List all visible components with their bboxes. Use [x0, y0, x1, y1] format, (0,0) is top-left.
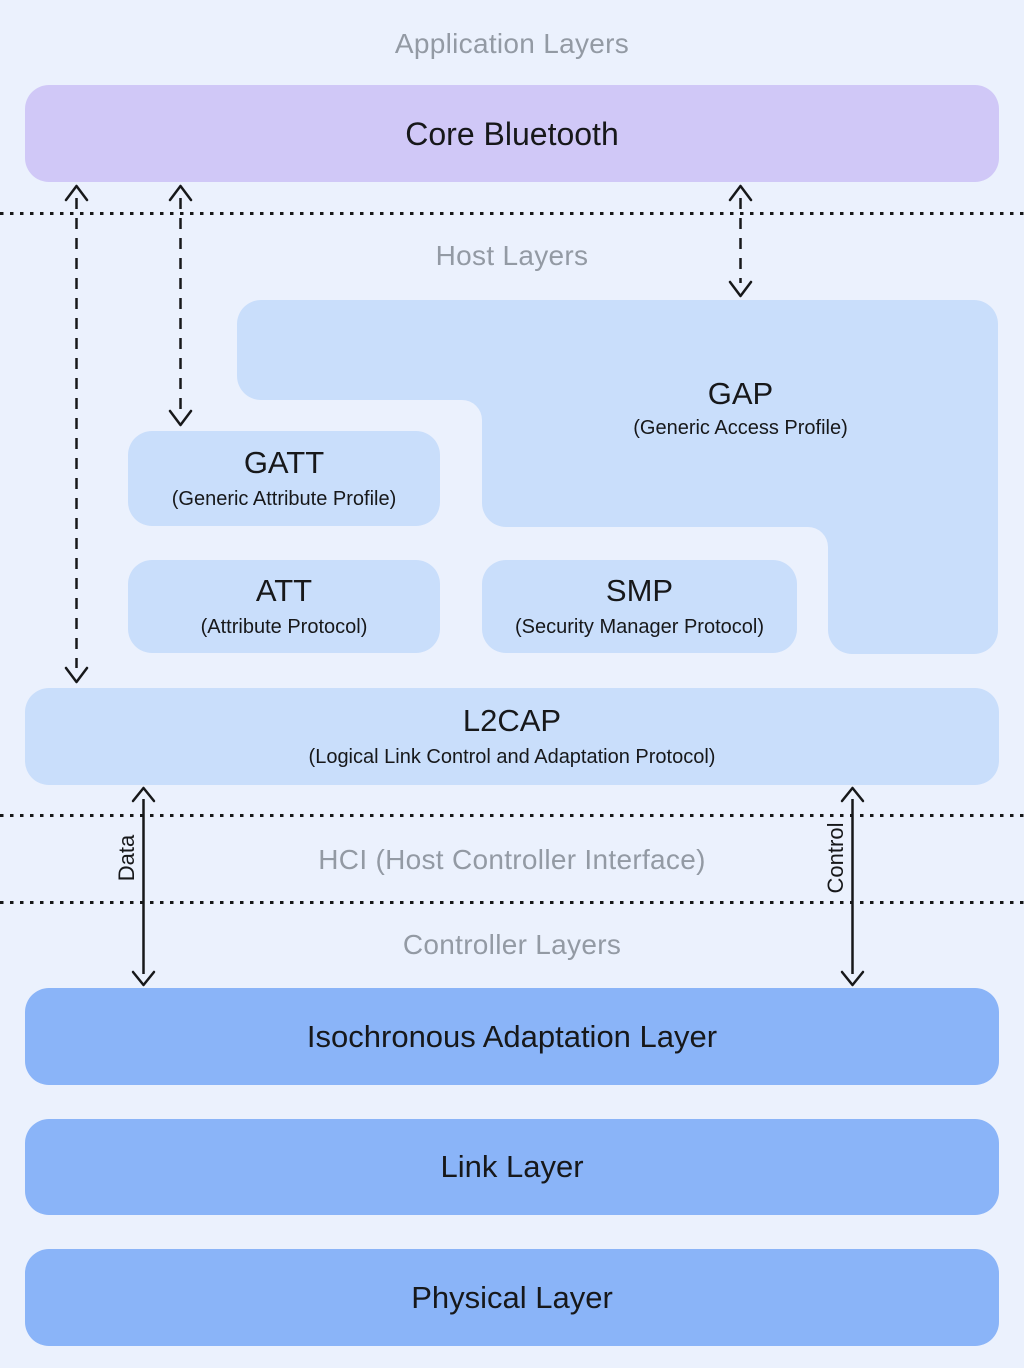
link-layer-title: Link Layer [440, 1149, 584, 1184]
control-arrow-label: Control [823, 822, 848, 894]
arrowhead-down-icon [728, 280, 753, 298]
gatt-box: GATT (Generic Attribute Profile) [128, 431, 440, 526]
controller-layers-label: Controller Layers [402, 929, 622, 960]
host-layers-label: Host Layers [435, 240, 589, 271]
arrowhead-down-icon [168, 409, 193, 427]
arrowhead-down-icon [131, 970, 156, 987]
data-arrow-label: Data [114, 834, 139, 882]
smp-title: SMP [605, 573, 674, 608]
link-layer-box: Link Layer [25, 1119, 999, 1215]
gatt-subtitle: (Generic Attribute Profile) [171, 488, 397, 510]
gatt-title: GATT [243, 445, 325, 480]
core-bluetooth-box: Core Bluetooth [25, 85, 999, 182]
gap-title: GAP [707, 376, 774, 411]
arrowhead-up-icon [168, 184, 193, 202]
gap-subtitle: (Generic Access Profile) [633, 417, 848, 439]
gap-box-label: GAP (Generic Access Profile) [482, 374, 999, 443]
application-layers-label: Application Layers [394, 28, 630, 59]
att-box: ATT (Attribute Protocol) [128, 560, 440, 653]
arrowhead-up-icon [728, 184, 753, 202]
core-bluetooth-title: Core Bluetooth [405, 115, 619, 152]
arrowhead-down-icon [64, 666, 89, 684]
att-title: ATT [255, 573, 313, 608]
l2cap-box: L2CAP (Logical Link Control and Adaptati… [25, 688, 999, 785]
dashed-arrow-core-gatt [168, 184, 193, 427]
hci-label: HCI (Host Controller Interface) [318, 844, 706, 875]
gap-box-path [237, 300, 998, 654]
smp-box: SMP (Security Manager Protocol) [482, 560, 797, 653]
isochronous-adaptation-layer-title: Isochronous Adaptation Layer [306, 1018, 718, 1054]
att-subtitle: (Attribute Protocol) [200, 616, 368, 638]
arrowhead-up-icon [64, 184, 89, 202]
isochronous-adaptation-layer-box: Isochronous Adaptation Layer [25, 988, 999, 1085]
arrowhead-down-icon [840, 970, 865, 987]
l2cap-title: L2CAP [462, 703, 562, 738]
l2cap-subtitle: (Logical Link Control and Adaptation Pro… [308, 746, 716, 768]
gap-box-shape [237, 300, 998, 654]
physical-layer-title: Physical Layer [411, 1279, 613, 1315]
physical-layer-box: Physical Layer [25, 1249, 999, 1346]
smp-subtitle: (Security Manager Protocol) [515, 616, 764, 638]
